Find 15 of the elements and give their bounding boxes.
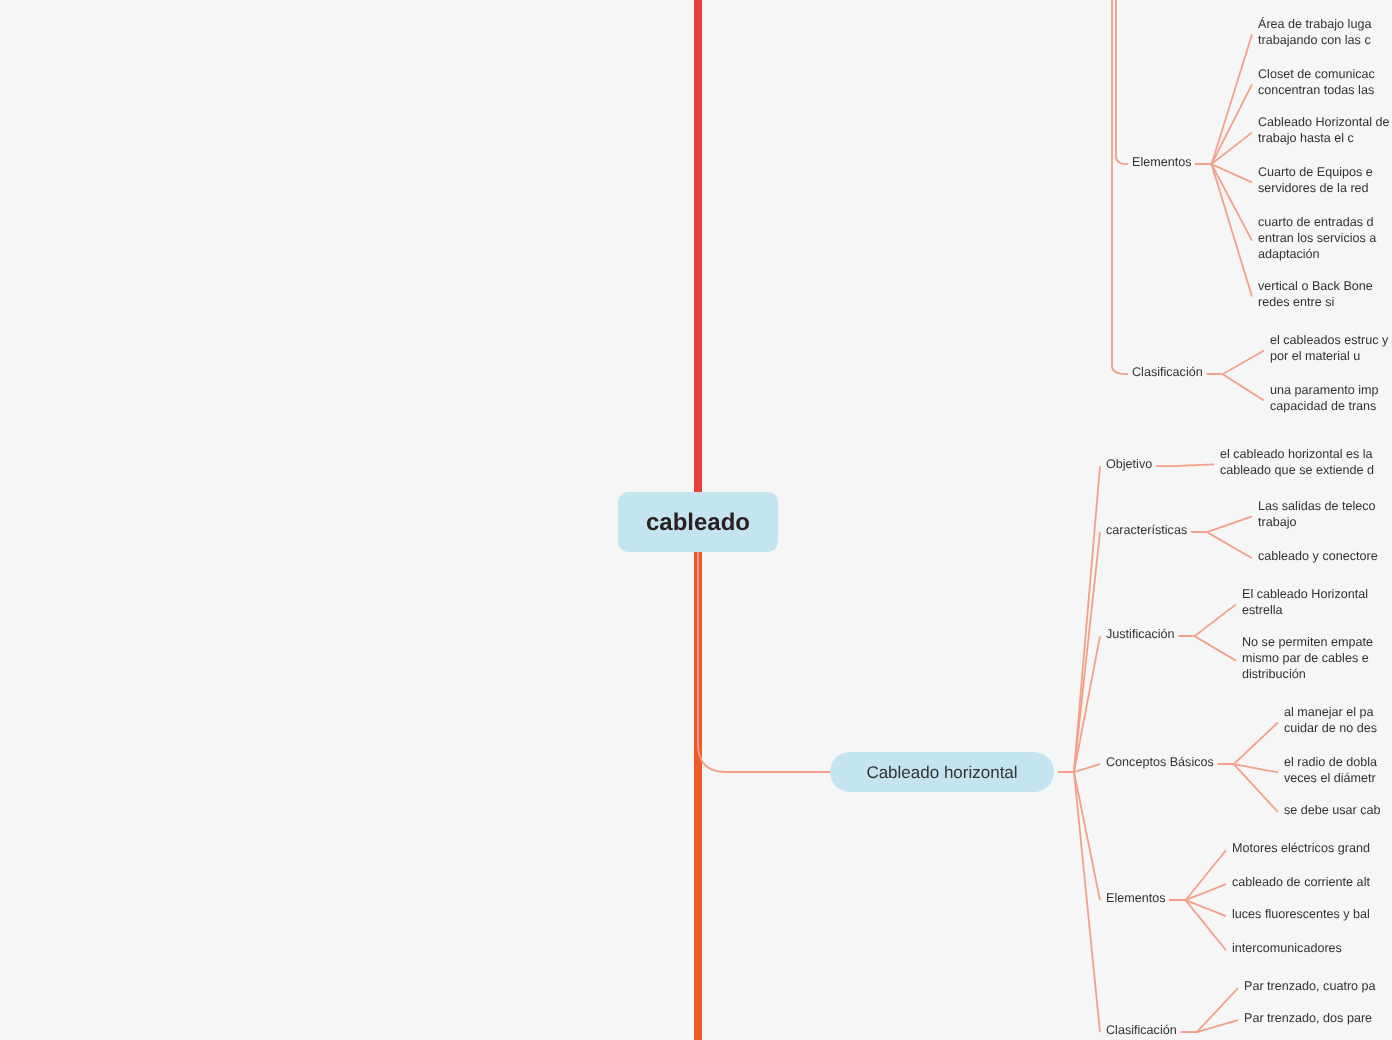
connector-line (1179, 1019, 1239, 1034)
connector-line (697, 551, 831, 773)
connector-line (1115, 0, 1129, 166)
connector-line (1168, 899, 1227, 952)
connector-line (1205, 373, 1265, 402)
connector-line (1190, 531, 1253, 560)
connector-line (1155, 463, 1215, 468)
topic-bubble: Cableado horizontal (830, 752, 1054, 792)
main-branch-line (694, 552, 702, 1040)
main-branch-line (694, 0, 702, 492)
connector-line (1177, 635, 1237, 662)
central-topic-bubble: cableado (618, 492, 778, 552)
connector-line (1057, 771, 1101, 1034)
connector-line (1194, 163, 1253, 298)
connector-line (1216, 763, 1279, 814)
